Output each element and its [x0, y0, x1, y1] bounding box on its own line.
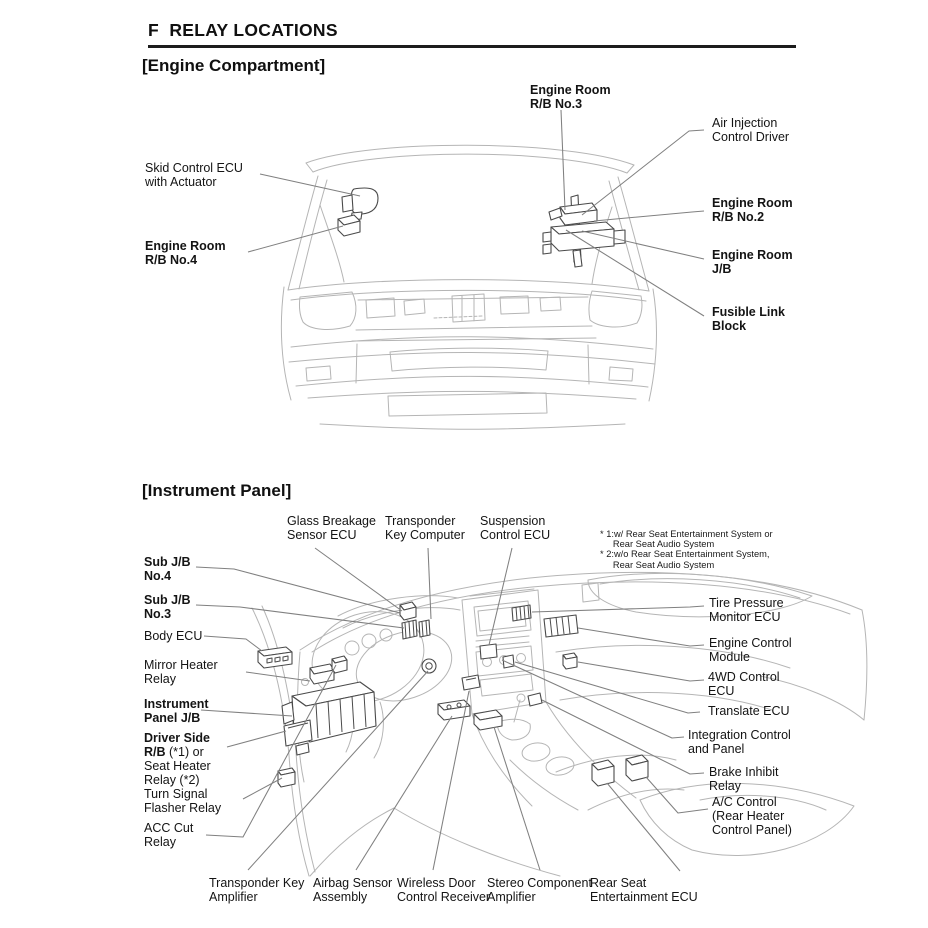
driver-side-rb-component — [283, 719, 313, 756]
label-engine-room-rb4: Engine Room R/B No.4 — [145, 239, 226, 267]
engine-control-module-component — [543, 614, 579, 638]
ac-control-component — [625, 754, 649, 782]
brake-inhibit-relay-component — [527, 692, 543, 707]
label-4wd-control-ecu: 4WD Control ECU — [708, 670, 780, 698]
label-tire-pressure-monitor-ecu: Tire Pressure Monitor ECU — [709, 596, 784, 624]
label-mirror-heater-relay: Mirror Heater Relay — [144, 658, 218, 686]
label-fusible-link-block: Fusible Link Block — [712, 305, 785, 333]
label-sub-jb-no4: Sub J/B No.4 — [144, 555, 191, 583]
page-title: F RELAY LOCATIONS — [148, 20, 338, 40]
skid-control-ecu-component — [341, 187, 379, 221]
label-rear-seat-entertainment-ecu: Rear Seat Entertainment ECU — [590, 876, 698, 904]
wireless-door-receiver-component — [461, 674, 481, 691]
label-driver-side-rb-rest: (*1) or Seat Heater Relay (*2) — [144, 744, 211, 787]
label-transponder-key-computer: Transponder Key Computer — [385, 514, 465, 542]
label-instrument-panel-jb: Instrument Panel J/B — [144, 697, 209, 725]
airbag-sensor-component — [437, 699, 471, 721]
awd-control-ecu-component — [562, 652, 578, 670]
instrument-panel-heading: [Instrument Panel] — [142, 481, 292, 500]
label-integration-control-panel: Integration Control and Panel — [688, 728, 791, 756]
label-engine-room-rb3: Engine Room R/B No.3 — [530, 83, 611, 111]
stereo-amp-component — [473, 709, 503, 731]
rear-seat-ecu-component — [591, 759, 615, 787]
label-skid-control-ecu: Skid Control ECU with Actuator — [145, 161, 243, 189]
sub-jb-no3-component — [401, 619, 418, 640]
tire-pressure-ecu-component — [511, 604, 532, 622]
footnote: * 1:w/ Rear Seat Entertainment System or… — [600, 529, 773, 570]
instrument-panel-jb-component — [281, 681, 377, 743]
label-acc-cut-relay: ACC Cut Relay — [144, 821, 194, 849]
body-ecu-component — [257, 646, 293, 669]
label-translate-ecu: Translate ECU — [708, 704, 790, 718]
label-engine-room-jb: Engine Room J/B — [712, 248, 793, 276]
mirror-heater-relay-component — [309, 663, 335, 685]
engine-compartment-drawing — [280, 144, 657, 430]
title-rule — [148, 45, 796, 48]
engine-leader-lines — [247, 109, 705, 317]
sub-jb-no4-component — [399, 601, 417, 621]
transponder-key-computer-component — [418, 619, 431, 638]
label-ac-control: A/C Control (Rear Heater Control Panel) — [712, 795, 792, 837]
label-brake-inhibit-relay: Brake Inhibit Relay — [709, 765, 779, 793]
label-stereo-component-amplifier: Stereo Component Amplifier — [487, 876, 592, 904]
label-suspension-control-ecu: Suspension Control ECU — [480, 514, 551, 542]
label-transponder-key-amplifier: Transponder Key Amplifier — [209, 876, 305, 904]
ignition-transponder-amp-component — [421, 658, 437, 674]
label-engine-room-rb2: Engine Room R/B No.2 — [712, 196, 793, 224]
acc-cut-relay-component — [331, 655, 348, 674]
label-turn-signal-flasher-relay: Turn Signal Flasher Relay — [144, 787, 222, 815]
label-glass-breakage-sensor-ecu: Glass Breakage Sensor ECU — [287, 514, 376, 542]
suspension-control-ecu-component — [479, 643, 498, 660]
label-engine-control-module: Engine Control Module — [709, 636, 792, 664]
engine-room-rb4-component — [337, 214, 361, 237]
label-sub-jb-no3: Sub J/B No.3 — [144, 593, 191, 621]
label-air-injection-control-driver: Air Injection Control Driver — [712, 116, 790, 144]
label-driver-side-rb: Driver Side R/B (*1) or Seat Heater Rela… — [144, 731, 211, 788]
label-airbag-sensor-assembly: Airbag Sensor Assembly — [313, 876, 393, 904]
label-driver-side-rb-bold: Driver Side R/B — [144, 731, 211, 759]
turn-signal-flasher-component — [277, 767, 296, 788]
label-body-ecu: Body ECU — [144, 629, 203, 643]
engine-compartment-heading: [Engine Compartment] — [142, 56, 326, 75]
instrument-panel-leader-lines — [195, 547, 709, 872]
label-wireless-door-control-receiver: Wireless Door Control Receiver — [397, 876, 491, 904]
instrument-panel-drawing — [251, 571, 868, 877]
